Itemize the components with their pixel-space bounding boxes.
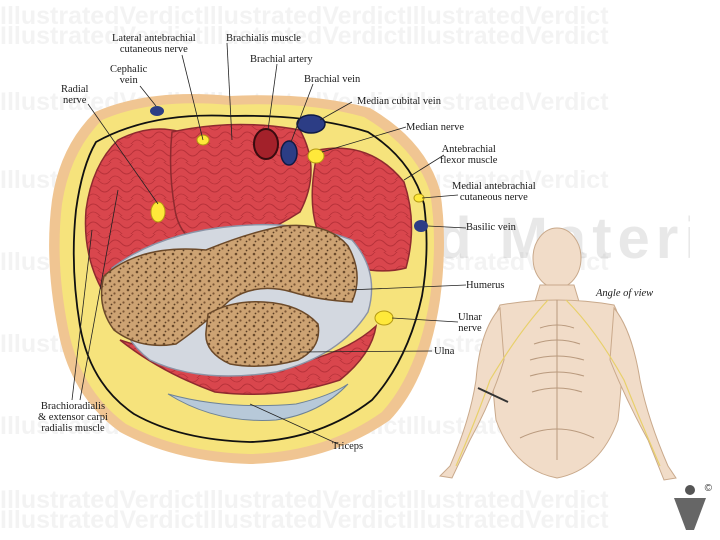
median-nerve xyxy=(307,148,325,164)
label-median-nerve: Median nerve xyxy=(406,122,465,133)
label-antebrachial-flexor: Antebrachial flexor muscle xyxy=(440,144,498,166)
label-humerus: Humerus xyxy=(466,280,505,291)
brachial-vein xyxy=(280,140,298,166)
watermark-row: IllustratedVerdictIllustratedVerdictIllu… xyxy=(0,4,609,29)
radial-nerve xyxy=(150,201,166,223)
ulna-bone xyxy=(205,301,320,367)
figure-right-arm xyxy=(438,306,505,479)
label-angle-of-view: Angle of view xyxy=(596,288,654,299)
brand-logo-icon xyxy=(674,485,706,530)
basilic-vein xyxy=(414,220,428,232)
humerus-bone xyxy=(100,224,358,347)
olecranon-fat-pad xyxy=(167,383,349,421)
label-brachioradialis: Brachioradialis & extensor carpi radiali… xyxy=(38,401,108,434)
label-lateral-antebrachial: Lateral antebrachial cutaneous nerve xyxy=(112,33,196,55)
label-basilic-vein: Basilic vein xyxy=(466,222,516,233)
label-triceps: Triceps xyxy=(332,441,364,452)
copyright-symbol: © xyxy=(704,483,712,494)
figure-left-arm xyxy=(609,306,677,481)
angle-of-view-marker xyxy=(477,387,509,403)
leader-lines xyxy=(71,42,467,445)
brachial-artery xyxy=(253,128,279,160)
figure-head xyxy=(532,227,582,289)
watermark-row: IllustratedVerdictIllustratedVerdictIllu… xyxy=(0,24,609,49)
cephalic-vein xyxy=(150,106,164,116)
label-ulnar-nerve: Ulnar nerve xyxy=(458,312,482,334)
label-radial-nerve: Radial nerve xyxy=(61,84,89,106)
label-medial-antebrachial: Medial antebrachial cutaneous nerve xyxy=(452,181,536,203)
label-brachialis: Brachialis muscle xyxy=(226,33,301,44)
label-brachial-artery: Brachial artery xyxy=(250,54,313,65)
median-cubital-vein xyxy=(296,114,326,134)
label-median-cubital-vein: Median cubital vein xyxy=(357,96,441,107)
watermark-row: IllustratedVerdictIllustratedVerdictIllu… xyxy=(0,488,609,513)
label-cephalic-vein: Cephalic vein xyxy=(110,64,148,86)
watermark-row: IllustratedVerdictIllustratedVerdictIllu… xyxy=(0,508,609,533)
label-brachial-vein: Brachial vein xyxy=(304,74,361,85)
label-ulna: Ulna xyxy=(434,346,455,357)
brachialis-muscle xyxy=(169,123,312,251)
